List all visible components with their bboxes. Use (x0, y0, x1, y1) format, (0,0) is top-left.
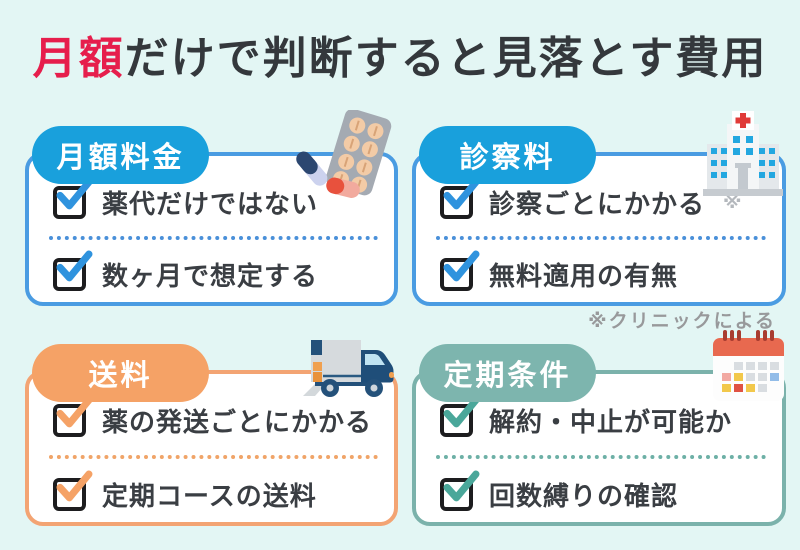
checkbox-checked-icon (53, 470, 93, 511)
list-item: 定期コースの送料 (47, 470, 380, 514)
clinic-footnote: ※クリニックによる (588, 311, 776, 332)
list-item-label: 解約・中止が可能か (489, 406, 733, 437)
checkbox-checked-icon (53, 396, 93, 437)
dotted-divider (436, 455, 766, 459)
list-item: 薬代だけではない (47, 178, 380, 222)
title-highlight: 月額 (32, 34, 125, 83)
card-shipping-fee: 送料 薬の発送ごとにかかる 定期コースの送料 (25, 344, 398, 526)
dotted-divider (49, 455, 378, 459)
list-item: 解約・中止が可能か (434, 396, 768, 440)
asterisk-note-mark: ※ (723, 191, 742, 213)
checkbox-checked-icon (53, 178, 93, 219)
list-item: 無料適用の有無 (434, 250, 768, 294)
checkbox-checked-icon (440, 396, 480, 437)
list-item-label: 無料適用の有無 (489, 260, 679, 291)
title-rest: だけで判断すると見落とす費用 (124, 34, 768, 83)
list-item-label: 定期コースの送料 (102, 480, 317, 511)
card-monthly-fee-list: 薬代だけではない 数ヶ月で想定する (47, 178, 380, 294)
list-item-label: 薬の発送ごとにかかる (102, 406, 373, 437)
card-consultation-fee-list: 診察ごとにかかる ※ 無料適用の有無 (434, 178, 768, 294)
card-shipping-fee-header: 送料 (32, 344, 209, 402)
page-title: 月額だけで判断すると見落とす費用 (0, 22, 800, 86)
checkbox-checked-icon (440, 250, 480, 291)
card-monthly-fee-header: 月額料金 (32, 126, 209, 184)
dotted-divider (49, 236, 378, 240)
list-item-label: 回数縛りの確認 (489, 480, 679, 511)
truck-icon (297, 336, 397, 407)
checkbox-checked-icon (53, 250, 93, 291)
list-item-label: 数ヶ月で想定する (102, 260, 319, 291)
calendar-icon (710, 327, 787, 409)
checkbox-checked-icon (440, 470, 480, 511)
dotted-divider (436, 236, 766, 240)
card-shipping-fee-list: 薬の発送ごとにかかる 定期コースの送料 (47, 396, 380, 514)
hospital-icon (702, 110, 784, 203)
list-item: 数ヶ月で想定する (47, 250, 380, 294)
card-subscription-terms-header: 定期条件 (419, 344, 596, 402)
list-item: 回数縛りの確認 (434, 470, 768, 514)
pills-icon (296, 108, 396, 207)
list-item: 診察ごとにかかる ※ (434, 178, 768, 222)
list-item-label: 薬代だけではない (102, 188, 319, 219)
card-consultation-fee-header: 診察料 (419, 126, 596, 184)
list-item: 薬の発送ごとにかかる (47, 396, 380, 440)
list-item-label: 診察ごとにかかる (489, 188, 706, 219)
checkbox-checked-icon (440, 178, 480, 219)
card-subscription-terms-list: 解約・中止が可能か 回数縛りの確認 (434, 396, 768, 514)
